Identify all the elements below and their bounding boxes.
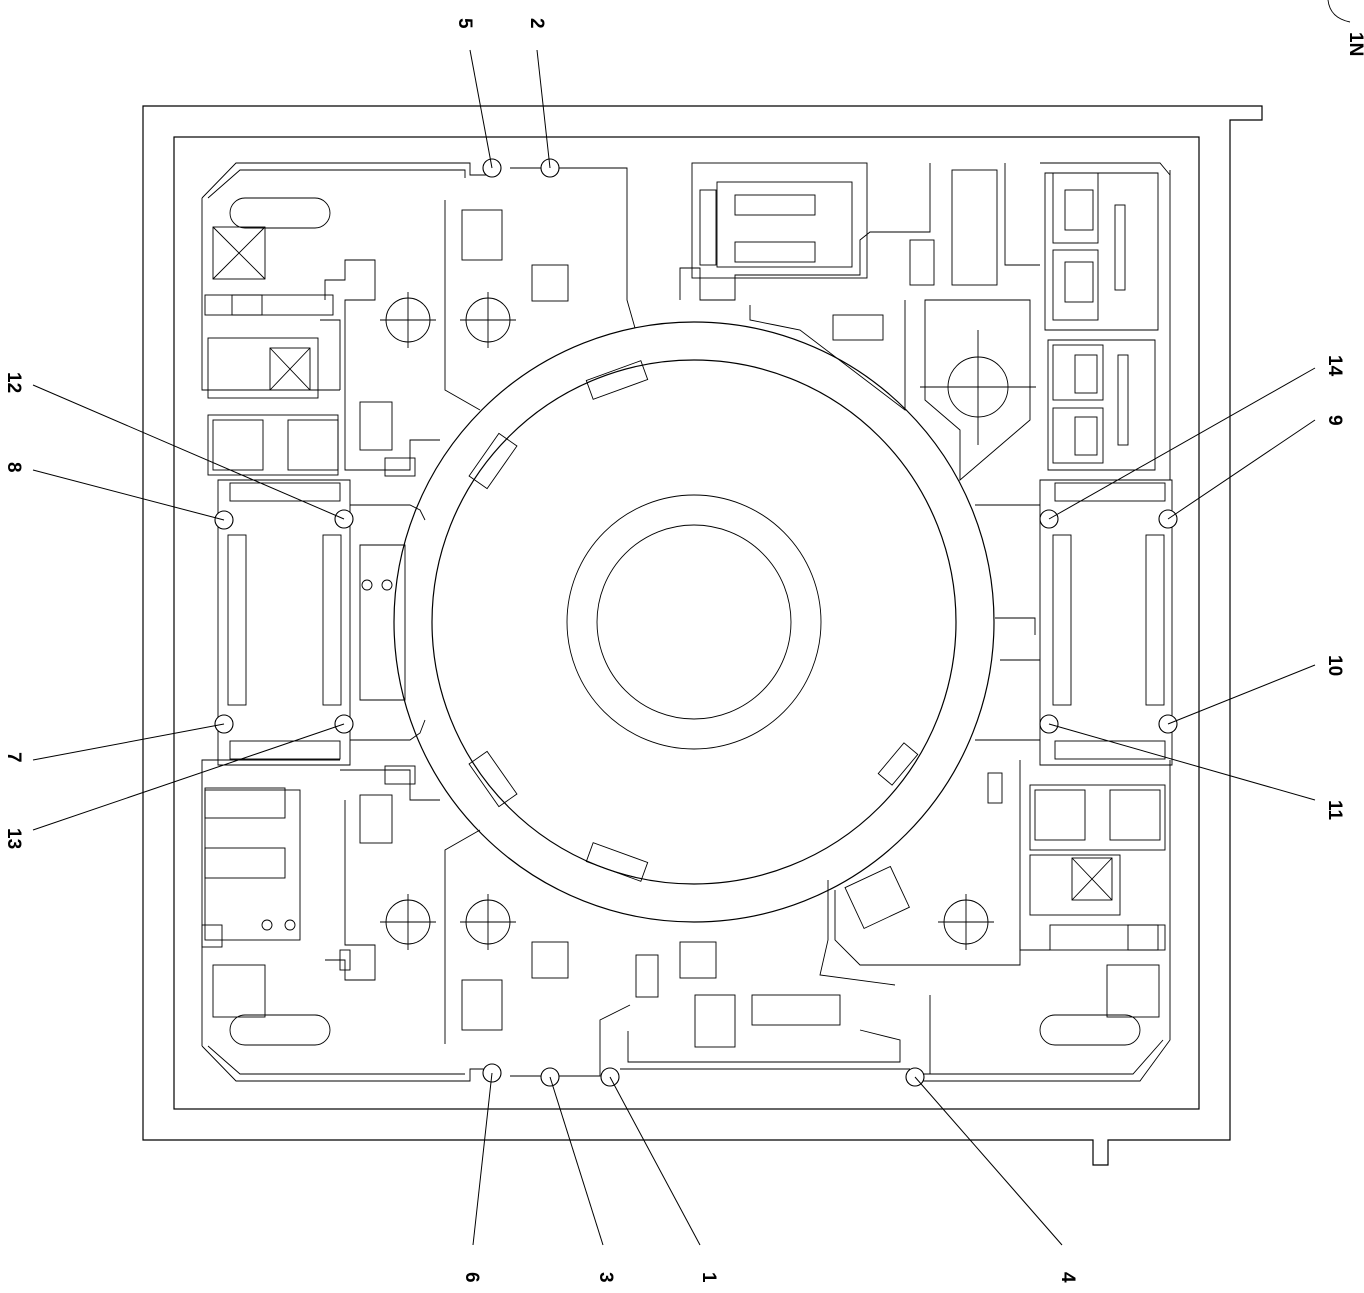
pumps bbox=[261, 292, 1036, 950]
label-5: 5 bbox=[454, 18, 475, 29]
lower-right-rooms bbox=[1019, 760, 1166, 951]
label-3: 3 bbox=[595, 1272, 616, 1283]
equipment bbox=[204, 189, 1161, 1048]
outer-walls bbox=[142, 105, 1263, 1166]
upper-right-rooms bbox=[679, 162, 1159, 481]
label-12: 12 bbox=[3, 372, 24, 393]
label-8: 8 bbox=[3, 462, 24, 473]
label-4: 4 bbox=[1057, 1272, 1078, 1283]
inner-corridors bbox=[201, 162, 1171, 1082]
label-14: 14 bbox=[1324, 355, 1345, 377]
label-13: 13 bbox=[3, 828, 24, 849]
containment-rings bbox=[393, 321, 995, 923]
label-7: 7 bbox=[3, 752, 24, 763]
label-10: 10 bbox=[1324, 655, 1345, 676]
label-9: 9 bbox=[1324, 415, 1345, 426]
ports bbox=[214, 158, 1178, 1087]
annulus-penetrations bbox=[468, 360, 919, 882]
label-2: 2 bbox=[526, 18, 547, 29]
north-arrow-arc bbox=[1327, 0, 1351, 23]
label-6: 6 bbox=[461, 1272, 482, 1283]
upper-left-rooms bbox=[204, 259, 440, 476]
lower-left-rooms bbox=[201, 769, 440, 981]
label-11: 11 bbox=[1324, 800, 1345, 821]
label-1: 1 bbox=[698, 1272, 719, 1283]
north-mark: 1N bbox=[1345, 32, 1364, 56]
side-bays bbox=[217, 479, 1173, 766]
diagram-labels: 1 2 3 4 5 6 7 8 9 10 11 12 13 14 1N bbox=[3, 0, 1364, 1283]
leader-lines bbox=[32, 49, 1316, 1246]
stairs bbox=[227, 294, 1166, 951]
